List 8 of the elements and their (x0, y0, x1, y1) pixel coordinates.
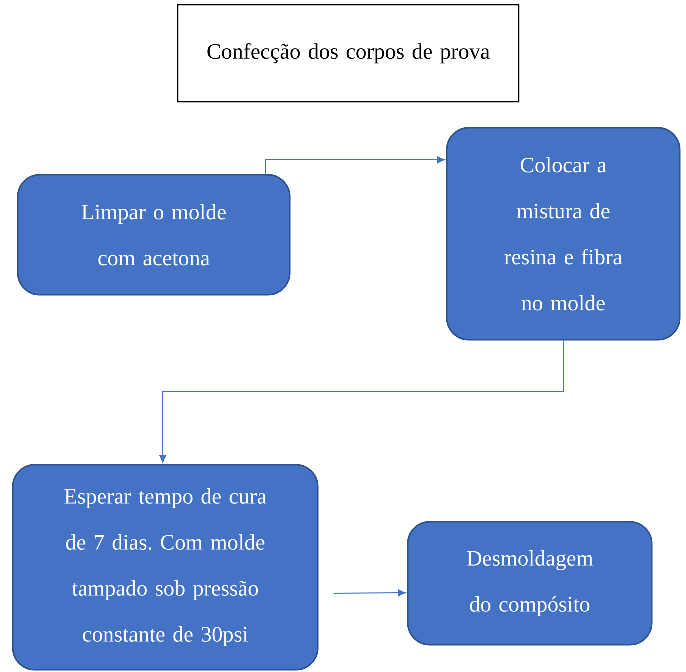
arrow (159, 340, 564, 463)
process-box: Desmoldagem do compósito (407, 521, 653, 646)
process-box: Colocar a mistura de resina e fibra no molde (446, 127, 681, 341)
title-box: Confecção dos corpos de prova (177, 4, 520, 103)
arrow (333, 590, 406, 597)
process-box: Esperar tempo de cura de 7 dias. Com molde tampado sob pressão constante de 30psi (12, 464, 319, 671)
arrow (265, 156, 445, 175)
process-box: Limpar o molde com acetona (17, 174, 291, 296)
